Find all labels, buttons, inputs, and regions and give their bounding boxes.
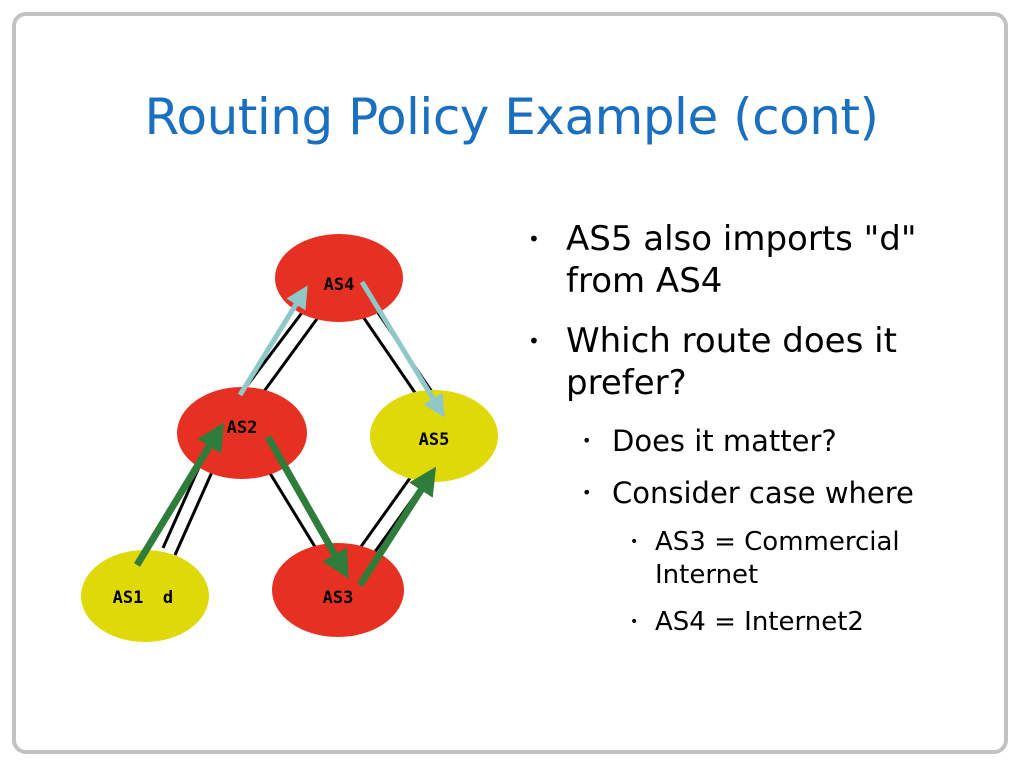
node-as3-label: AS3 <box>323 588 354 608</box>
as-topology-diagram: AS4 AS2 AS5 AS1 d AS3 <box>81 234 498 642</box>
node-as1: AS1 d <box>81 550 209 642</box>
import-arrow-as4-to-as5 <box>359 280 445 418</box>
bullet-list: AS5 also imports "d" from AS4 Which rout… <box>528 218 978 653</box>
import-arrow-as2-to-as4 <box>237 285 308 397</box>
bullet-as5-imports: AS5 also imports "d" from AS4 <box>528 218 978 302</box>
node-as5-label: AS5 <box>419 430 450 450</box>
link-as2-as3 <box>266 461 334 556</box>
bullet-which-route: Which route does it prefer? <box>528 320 978 404</box>
bullet-as4-internet2: AS4 = Internet2 <box>630 606 978 639</box>
node-as2-label: AS2 <box>227 418 258 438</box>
node-as5: AS5 <box>370 390 498 482</box>
node-as1-prefix-label: d <box>163 588 173 608</box>
link-as3-as5 <box>358 477 424 557</box>
advert-arrow-as1-to-as2 <box>134 422 224 567</box>
bullet-does-it-matter: Does it matter? <box>582 422 978 460</box>
node-as2: AS2 <box>177 387 307 479</box>
advert-arrow-as3-to-as5 <box>357 466 437 587</box>
advert-arrow-as2-to-as3 <box>264 435 349 579</box>
node-as4-label: AS4 <box>324 275 355 295</box>
link-as1-as2 <box>161 464 214 556</box>
slide-title: Routing Policy Example (cont) <box>144 88 879 146</box>
bullet-consider-case: Consider case where <box>582 474 978 512</box>
bullet-as3-commercial: AS3 = Commercial Internet <box>630 526 978 592</box>
node-as1-label: AS1 <box>113 588 144 608</box>
